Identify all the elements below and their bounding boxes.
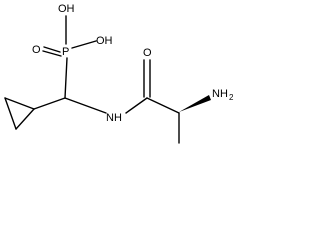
bond-p-o-double-a bbox=[43, 46, 61, 53]
bond-ch-cyclopropyl bbox=[33, 97, 66, 110]
atom-label-oh-right: OH bbox=[96, 35, 113, 47]
atom-label-nh2: NH bbox=[212, 88, 228, 100]
atom-label-o-phosphoryl: O bbox=[32, 44, 41, 56]
atom-label-nh: NH bbox=[106, 112, 122, 124]
molecule-drawing: OH OH P O O NH NH 2 bbox=[4, 3, 234, 144]
atom-label-o-carbonyl: O bbox=[143, 47, 152, 59]
bond-carbonyl-alpha bbox=[146, 97, 180, 114]
bond-p-oh-right bbox=[71, 40, 97, 49]
atom-label-nh2-subscript: 2 bbox=[229, 93, 234, 102]
bond-p-o-double-b bbox=[42, 50, 62, 57]
atom-label-oh-top: OH bbox=[58, 3, 75, 15]
bond-ring-2 bbox=[4, 97, 17, 130]
wedge-bond-alpha-nh2 bbox=[179, 95, 211, 112]
structure-canvas: OH OH P O O NH NH 2 bbox=[0, 0, 240, 151]
bond-nh-carbonyl bbox=[125, 97, 148, 114]
bond-p-ch bbox=[64, 57, 68, 99]
atom-label-p: P bbox=[62, 46, 69, 58]
bond-ch-nh bbox=[64, 97, 107, 114]
bond-ring-3 bbox=[15, 108, 35, 130]
bond-ring-1 bbox=[4, 97, 35, 110]
